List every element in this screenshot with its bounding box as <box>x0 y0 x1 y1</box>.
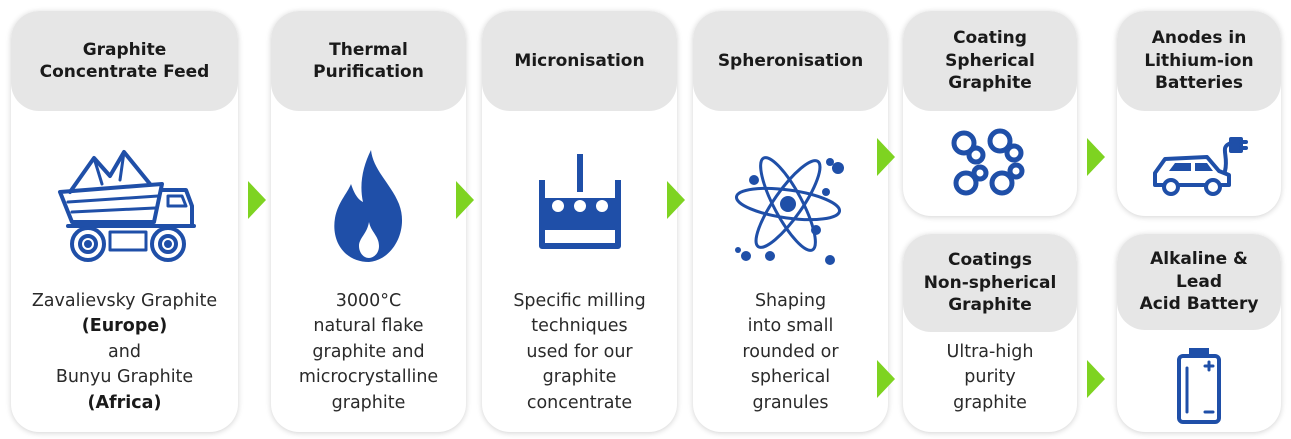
step-title: Thermal Purification <box>271 11 466 111</box>
flow-arrow <box>877 360 895 398</box>
step-card-spheronisation: Spheronisation Shaping into small rounde… <box>693 11 888 432</box>
flow-arrow <box>1087 138 1105 176</box>
step-title: Anodes in Lithium-ion Batteries <box>1117 11 1281 111</box>
step-title: Spheronisation <box>693 11 888 111</box>
flow-arrow <box>456 181 474 219</box>
step-card-graphite-feed: Graphite Concentrate Feed Zava <box>11 11 238 432</box>
step-card-micronisation: Micronisation Specific milling technique… <box>482 11 677 432</box>
flow-arrow <box>1087 360 1105 398</box>
battery-icon <box>1117 344 1281 428</box>
step-description: Shaping into small rounded or spherical … <box>742 291 839 413</box>
flow-arrow <box>877 138 895 176</box>
milling-tank-icon <box>482 141 677 261</box>
atom-particles-icon <box>693 133 888 273</box>
step-title: Micronisation <box>482 11 677 111</box>
step-description: 3000°C natural flake graphite and microc… <box>298 291 439 413</box>
step-description: Specific milling techniques used for our… <box>513 291 646 413</box>
step-title: Coating Spherical Graphite <box>903 11 1077 111</box>
step-card-anodes: Anodes in Lithium-ion Batteries <box>1117 11 1281 216</box>
flow-arrow <box>248 181 266 219</box>
mining-dump-truck-icon <box>11 139 238 269</box>
step-card-thermal-purification: Thermal Purification 3000°C natural flak… <box>271 11 466 432</box>
electric-car-icon <box>1117 129 1281 211</box>
step-description: Ultra-high purity graphite <box>946 342 1034 413</box>
step-title: Coatings Non-spherical Graphite <box>903 234 1077 332</box>
step-title: Graphite Concentrate Feed <box>11 11 238 111</box>
spheres-cluster-icon <box>903 121 1077 209</box>
step-card-alkaline: Alkaline & Lead Acid Battery <box>1117 234 1281 432</box>
flow-arrow <box>667 181 685 219</box>
step-card-coating-spherical: Coating Spherical Graphite <box>903 11 1077 216</box>
flame-icon <box>271 141 466 271</box>
step-card-coating-nonspherical: Coatings Non-spherical Graphite Ultra-hi… <box>903 234 1077 432</box>
step-title: Alkaline & Lead Acid Battery <box>1117 234 1281 330</box>
step-description: Zavalievsky Graphite (Europe) and Bunyu … <box>31 291 218 413</box>
